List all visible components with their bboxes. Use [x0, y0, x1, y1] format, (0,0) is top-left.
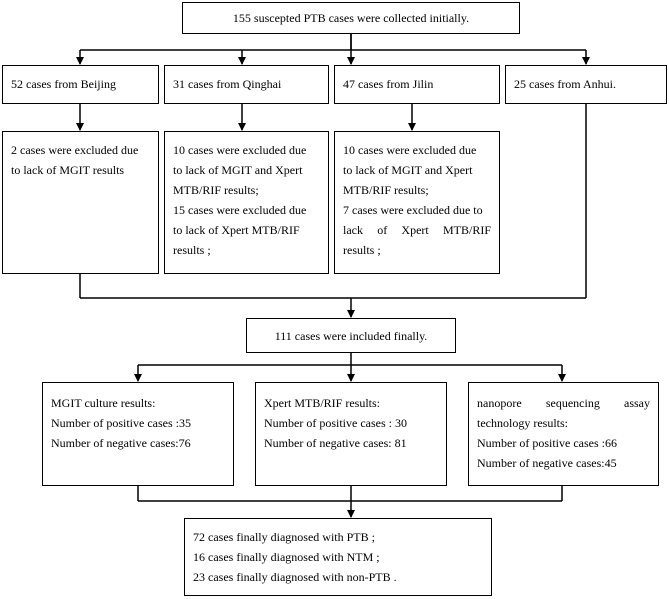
final-diagnosis-box: 72 cases finally diagnosed with PTB ; 16…	[184, 518, 492, 596]
result-line: technology results:	[477, 416, 568, 430]
qinghai-exclusion-box: 10 cases were excluded due to lack of MG…	[164, 131, 329, 274]
exclusion-line: lack of Xpert MTB/RIF	[343, 223, 491, 237]
result-line: Number of positive cases : 30	[264, 416, 407, 430]
result-line: Number of negative cases:76	[51, 436, 191, 450]
result-line: Xpert MTB/RIF results:	[264, 396, 380, 410]
initial-cases-text: 155 suscepted PTB cases were collected i…	[232, 11, 470, 25]
final-line: 16 cases finally diagnosed with NTM ;	[193, 550, 380, 564]
result-line: Number of negative cases:45	[477, 456, 617, 470]
exclusion-line: 2 cases were excluded due	[11, 143, 139, 157]
beijing-text: 52 cases from Beijing	[11, 77, 116, 91]
beijing-box: 52 cases from Beijing	[2, 65, 159, 104]
exclusion-line: 15 cases were excluded due	[173, 203, 307, 217]
anhui-text: 25 cases from Anhui.	[514, 77, 616, 91]
exclusion-line: 10 cases were excluded due	[343, 143, 477, 157]
jilin-text: 47 cases from Jilin	[343, 77, 434, 91]
exclusion-line: to lack of MGIT and Xpert	[173, 163, 303, 177]
result-line: Number of negative cases: 81	[264, 436, 407, 450]
exclusion-line: 10 cases were excluded due	[173, 143, 307, 157]
jilin-box: 47 cases from Jilin	[334, 65, 500, 104]
exclusion-line: to lack of Xpert MTB/RIF	[173, 223, 300, 237]
included-cases-text: 111 cases were included finally.	[274, 329, 428, 343]
beijing-exclusion-box: 2 cases were excluded due to lack of MGI…	[2, 131, 159, 274]
exclusion-line: results ;	[343, 243, 381, 257]
result-line: Number of positive cases :35	[51, 416, 191, 430]
exclusion-line: results ;	[173, 243, 211, 257]
initial-cases-box: 155 suscepted PTB cases were collected i…	[182, 2, 520, 34]
result-line: Number of positive cases :66	[477, 436, 617, 450]
exclusion-line: to lack of MGIT and Xpert	[343, 163, 473, 177]
jilin-exclusion-box: 10 cases were excluded due to lack of MG…	[334, 131, 500, 274]
result-line: nanopore sequencing assay	[477, 396, 650, 410]
exclusion-line: MTB/RIF results;	[173, 183, 259, 197]
qinghai-box: 31 cases from Qinghai	[164, 65, 329, 104]
nanopore-results-box: nanopore sequencing assay technology res…	[468, 382, 659, 486]
final-line: 72 cases finally diagnosed with PTB ;	[193, 530, 375, 544]
exclusion-line: 7 cases were excluded due to	[343, 203, 483, 217]
exclusion-line: to lack of MGIT results	[11, 163, 125, 177]
result-line: MGIT culture results:	[51, 396, 156, 410]
qinghai-text: 31 cases from Qinghai	[173, 77, 282, 91]
mgit-results-box: MGIT culture results: Number of positive…	[42, 382, 234, 486]
xpert-results-box: Xpert MTB/RIF results: Number of positiv…	[255, 382, 447, 486]
included-cases-box: 111 cases were included finally.	[246, 318, 456, 353]
final-line: 23 cases finally diagnosed with non-PTB …	[193, 570, 397, 584]
anhui-box: 25 cases from Anhui.	[505, 65, 667, 104]
exclusion-line: MTB/RIF results;	[343, 183, 429, 197]
